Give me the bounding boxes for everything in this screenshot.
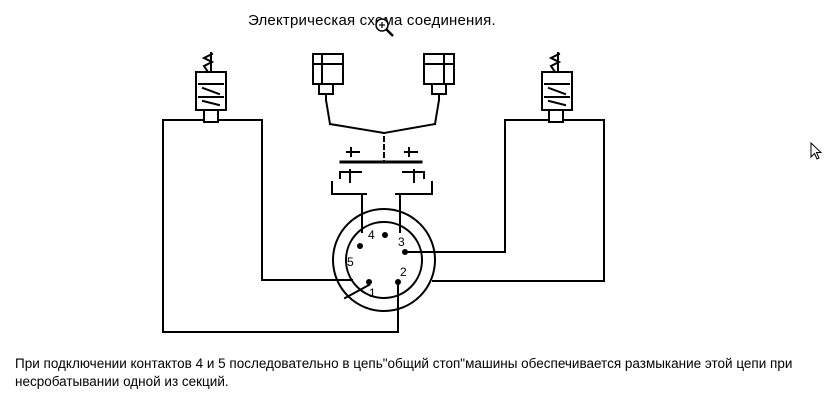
right-pressure-switch	[423, 53, 455, 101]
pin-label-2: 2	[400, 265, 407, 279]
wiring-diagram: 4 5 3 1 2	[162, 52, 605, 333]
diagram-title: Электрическая схема соединения.	[248, 12, 496, 29]
pin-2	[395, 279, 401, 285]
pin-label-4: 4	[368, 228, 375, 242]
pin-3	[402, 249, 408, 255]
cursor-arrow-icon	[810, 142, 823, 160]
pin-label-3: 3	[398, 235, 405, 249]
connector-pins	[357, 232, 408, 285]
mechanical-linkage	[324, 98, 441, 163]
wires	[162, 119, 605, 333]
magnifier-icon	[375, 18, 394, 37]
pin-1	[366, 279, 372, 285]
left-solenoid-valve	[195, 52, 227, 123]
pin-label-5: 5	[347, 255, 354, 269]
contact-block	[331, 147, 433, 195]
left-pressure-switch	[312, 53, 344, 101]
right-solenoid-valve	[541, 52, 573, 123]
caption-text: При подключении контактов 4 и 5 последов…	[15, 356, 793, 389]
pin-4	[382, 232, 388, 238]
pin-5	[357, 243, 363, 249]
pin-label-1: 1	[369, 286, 376, 300]
connector	[332, 208, 436, 312]
